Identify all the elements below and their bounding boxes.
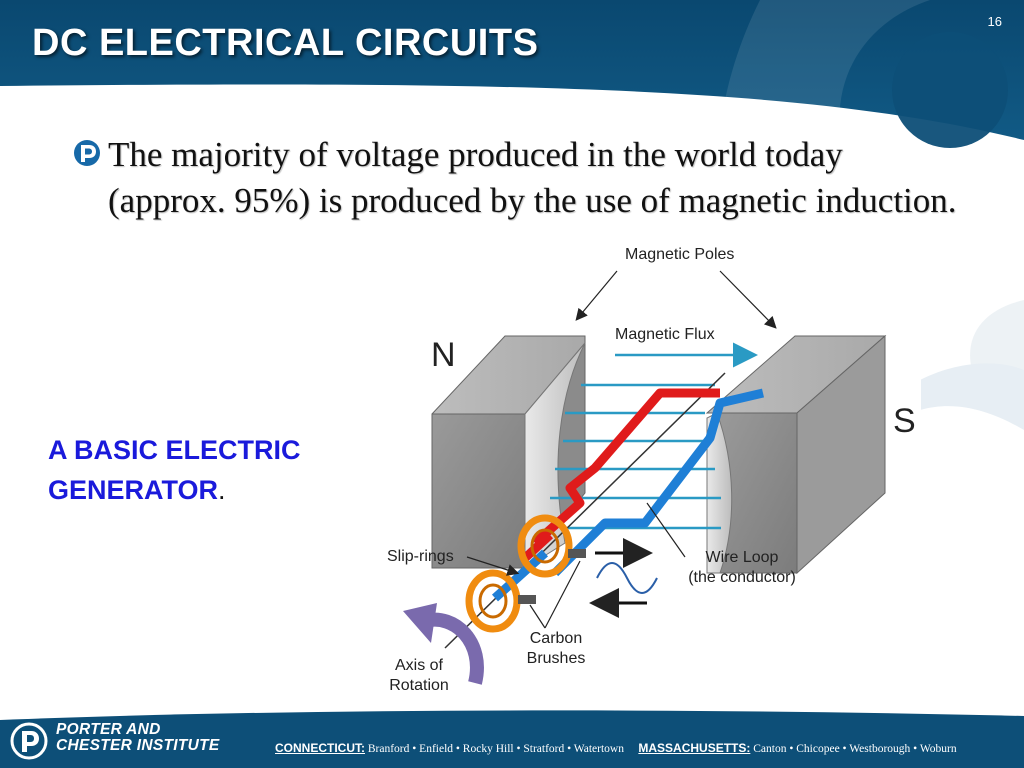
wire-loop-blue bbox=[551, 388, 765, 577]
slip-rings bbox=[465, 514, 573, 633]
header-band bbox=[0, 0, 1024, 140]
footer-ma-label: MASSACHUSETTS: bbox=[638, 741, 751, 755]
wire-loop-red bbox=[532, 388, 720, 547]
brand-name: PORTER AND CHESTER INSTITUTE bbox=[56, 722, 220, 754]
label-axis-line1: Axis of bbox=[394, 657, 443, 674]
label-slip-rings: Slip-rings bbox=[387, 548, 454, 565]
footer-ma-towns: Canton • Chicopee • Westborough • Woburn bbox=[753, 743, 957, 755]
generator-diagram: Magnetic Poles Magnetic Flux N S Slip-ri… bbox=[385, 243, 921, 698]
carbon-brush-top bbox=[568, 549, 586, 558]
magnetic-flux-arrows bbox=[550, 342, 758, 530]
caption-period: . bbox=[218, 475, 226, 505]
generator-caption: A BASIC ELECTRIC GENERATOR. bbox=[48, 430, 301, 510]
label-carbon-line1: Carbon bbox=[529, 630, 583, 647]
label-north-pole: N bbox=[431, 336, 456, 374]
carbon-brush-bottom bbox=[518, 595, 536, 604]
caption-line-2: GENERATOR bbox=[48, 475, 219, 505]
rotation-axis bbox=[444, 372, 726, 649]
page-number: 16 bbox=[987, 14, 1002, 29]
label-wire-loop-line1: Wire Loop bbox=[705, 549, 779, 566]
porter-chester-logo-icon bbox=[10, 722, 48, 760]
slide-title: DC ELECTRICAL CIRCUITS bbox=[32, 22, 539, 64]
caption-line-1: A BASIC ELECTRIC bbox=[48, 435, 301, 465]
sine-wave bbox=[596, 562, 658, 594]
pc-logo-bullet-icon bbox=[72, 138, 102, 168]
footer-locations: CONNECTICUT: Branford • Enfield • Rocky … bbox=[275, 741, 957, 755]
north-magnet bbox=[431, 335, 586, 570]
label-wire-loop-line2: (the conductor) bbox=[688, 569, 796, 586]
bullet-text: The majority of voltage produced in the … bbox=[108, 135, 957, 220]
wire-lead-red bbox=[521, 531, 554, 562]
brand-line-2: CHESTER INSTITUTE bbox=[56, 737, 220, 754]
label-south-pole: S bbox=[893, 402, 916, 440]
brand-line-1: PORTER AND bbox=[56, 721, 161, 738]
label-axis-of-rotation: Axis of Rotation bbox=[385, 656, 453, 696]
label-magnetic-flux: Magnetic Flux bbox=[615, 326, 715, 343]
south-magnet bbox=[705, 334, 887, 575]
label-axis-line2: Rotation bbox=[389, 677, 449, 694]
label-carbon-brushes: Carbon Brushes bbox=[521, 629, 591, 669]
rotation-arrowhead bbox=[403, 603, 437, 643]
label-wire-loop: Wire Loop (the conductor) bbox=[677, 548, 807, 588]
rotation-arrow bbox=[423, 612, 484, 685]
label-magnetic-poles: Magnetic Poles bbox=[625, 246, 735, 263]
generator-illustration bbox=[403, 270, 887, 685]
label-carbon-line2: Brushes bbox=[526, 650, 586, 667]
footer-ct-label: CONNECTICUT: bbox=[275, 741, 365, 755]
footer-band bbox=[0, 710, 1024, 768]
footer-ct-towns: Branford • Enfield • Rocky Hill • Stratf… bbox=[367, 743, 624, 755]
